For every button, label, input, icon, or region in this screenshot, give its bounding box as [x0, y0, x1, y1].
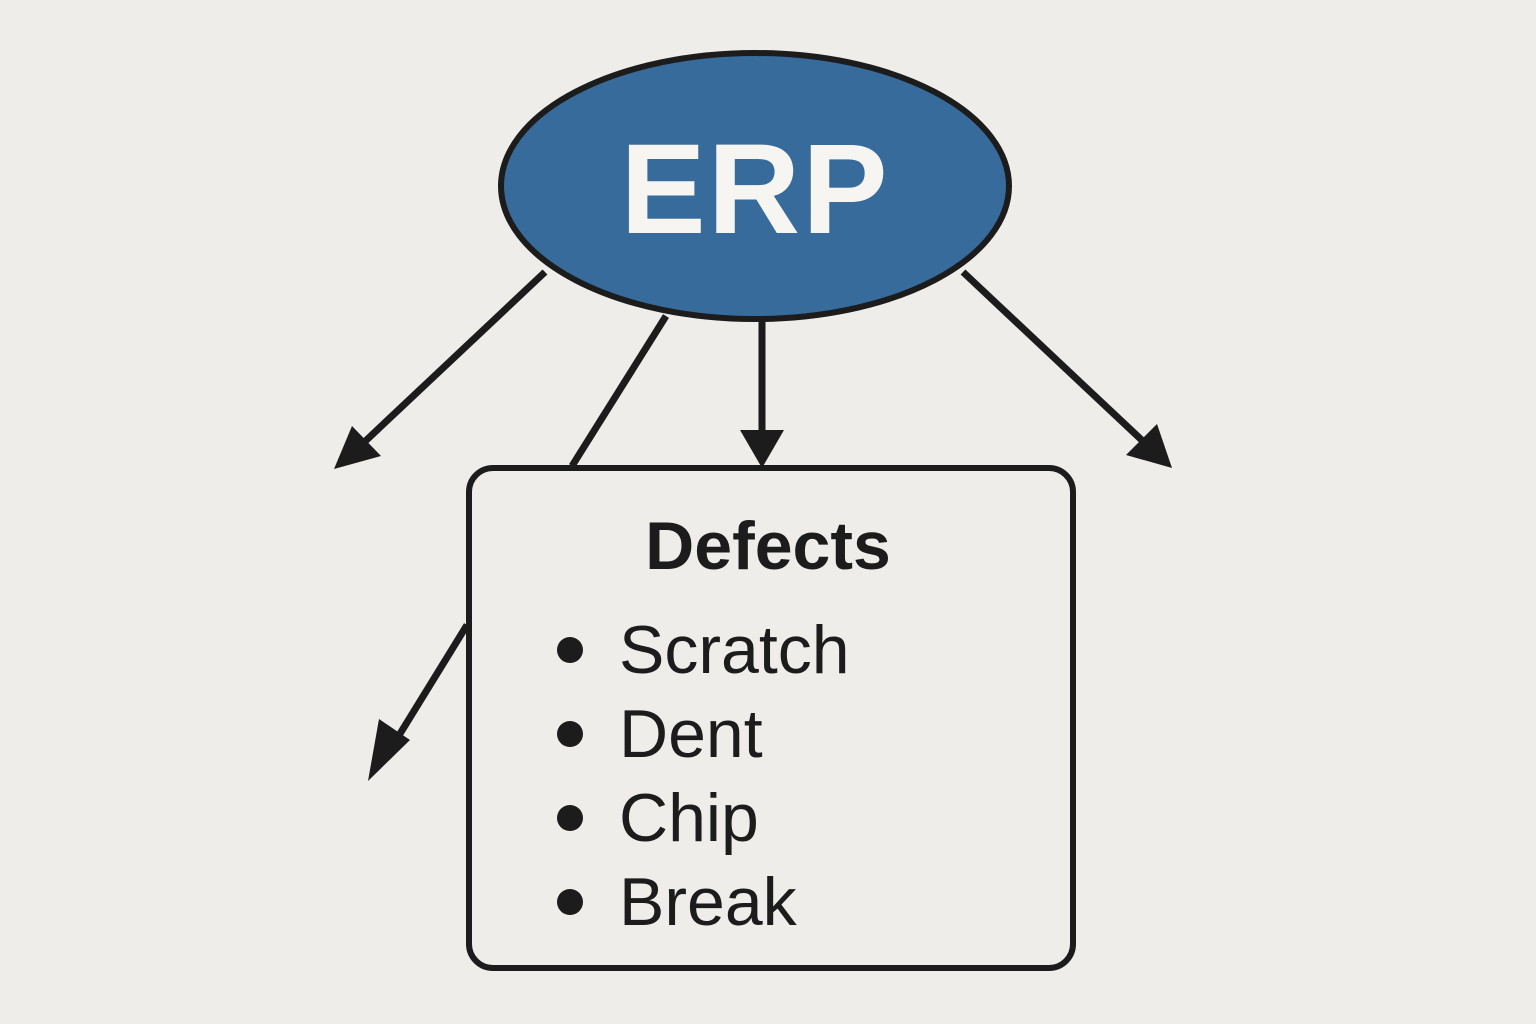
list-item: Dent — [557, 692, 850, 776]
arrowhead-icon — [740, 430, 784, 468]
defect-item-label: Dent — [619, 696, 763, 772]
bullet-icon — [557, 637, 583, 663]
list-item: Break — [557, 860, 850, 944]
bullet-icon — [557, 721, 583, 747]
edge-erp-to-left — [334, 269, 548, 469]
defects-title: Defects — [0, 506, 1536, 586]
edge-erp-to-defects — [740, 320, 784, 468]
defect-list: Scratch Dent Chip Break — [557, 608, 850, 944]
defects-node[interactable] — [466, 465, 1076, 971]
defect-item-label: Scratch — [619, 612, 850, 688]
list-item: Scratch — [557, 608, 850, 692]
defect-item-label: Break — [619, 864, 797, 940]
bullet-icon — [557, 805, 583, 831]
defect-item-label: Chip — [619, 780, 759, 856]
erp-node[interactable] — [498, 50, 1012, 322]
edge-erp-to-lower-left — [368, 314, 669, 781]
arrowhead-icon — [368, 719, 410, 781]
list-item: Chip — [557, 776, 850, 860]
arrowhead-icon — [334, 426, 381, 469]
bullet-icon — [557, 889, 583, 915]
edge-erp-to-right — [960, 269, 1172, 468]
erp-node-label: ERP — [620, 118, 890, 261]
arrowhead-icon — [1126, 424, 1172, 468]
defects-title-text: Defects — [645, 508, 891, 584]
